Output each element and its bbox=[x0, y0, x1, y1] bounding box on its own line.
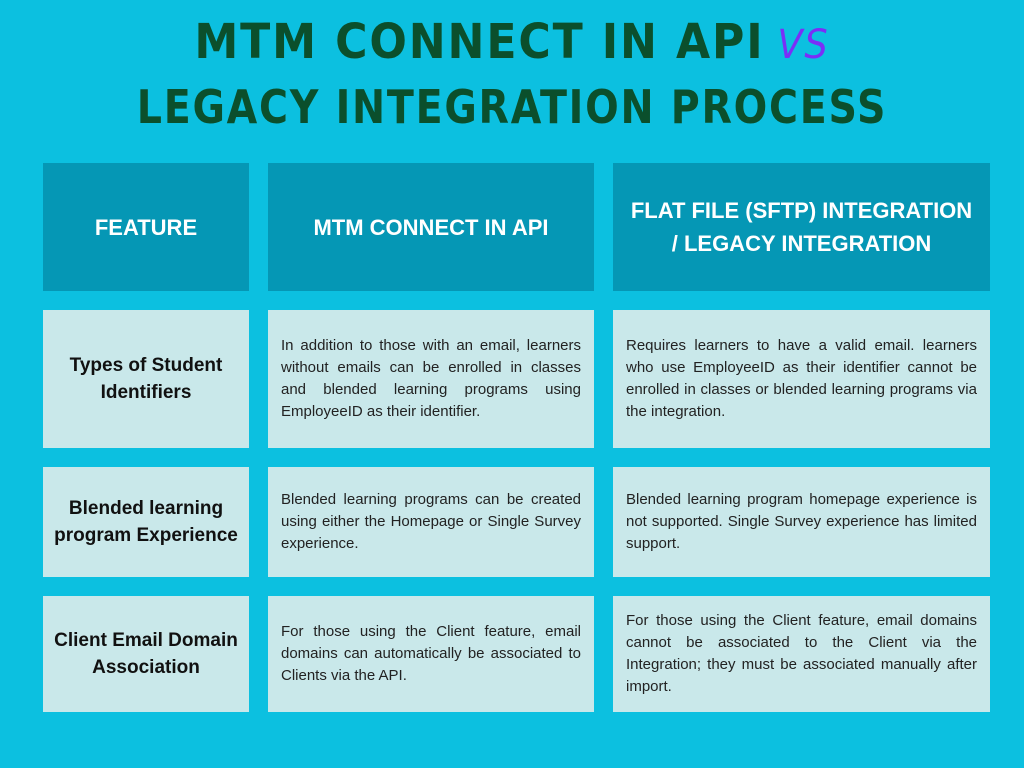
legacy-cell: For those using the Client feature, emai… bbox=[613, 596, 990, 712]
api-cell: In addition to those with an email, lear… bbox=[268, 310, 594, 448]
api-cell: For those using the Client feature, emai… bbox=[268, 596, 594, 712]
feature-cell: Types of Student Identifiers bbox=[43, 310, 249, 448]
feature-cell: Client Email Domain Association bbox=[43, 596, 249, 712]
title-main: MTM CONNECT IN API bbox=[194, 14, 765, 70]
legacy-text: Blended learning program homepage experi… bbox=[626, 491, 977, 552]
legacy-cell: Blended learning program homepage experi… bbox=[613, 467, 990, 577]
api-text: In addition to those with an email, lear… bbox=[281, 337, 581, 420]
vs-label: VS bbox=[777, 22, 830, 68]
title-line-1: MTM CONNECT IN API VS bbox=[41, 14, 983, 70]
legacy-text: For those using the Client feature, emai… bbox=[626, 612, 977, 695]
header-api: MTM CONNECT IN API bbox=[268, 163, 594, 291]
header-legacy: FLAT FILE (SFTP) INTEGRATION / LEGACY IN… bbox=[613, 163, 990, 291]
api-cell: Blended learning programs can be created… bbox=[268, 467, 594, 577]
feature-cell: Blended learning program Experience bbox=[43, 467, 249, 577]
header-feature: FEATURE bbox=[43, 163, 249, 291]
api-text: For those using the Client feature, emai… bbox=[281, 623, 581, 684]
api-text: Blended learning programs can be created… bbox=[281, 491, 581, 552]
title-line-2: LEGACY INTEGRATION PROCESS bbox=[136, 80, 888, 134]
legacy-text: Requires learners to have a valid email.… bbox=[626, 337, 977, 420]
legacy-cell: Requires learners to have a valid email.… bbox=[613, 310, 990, 448]
